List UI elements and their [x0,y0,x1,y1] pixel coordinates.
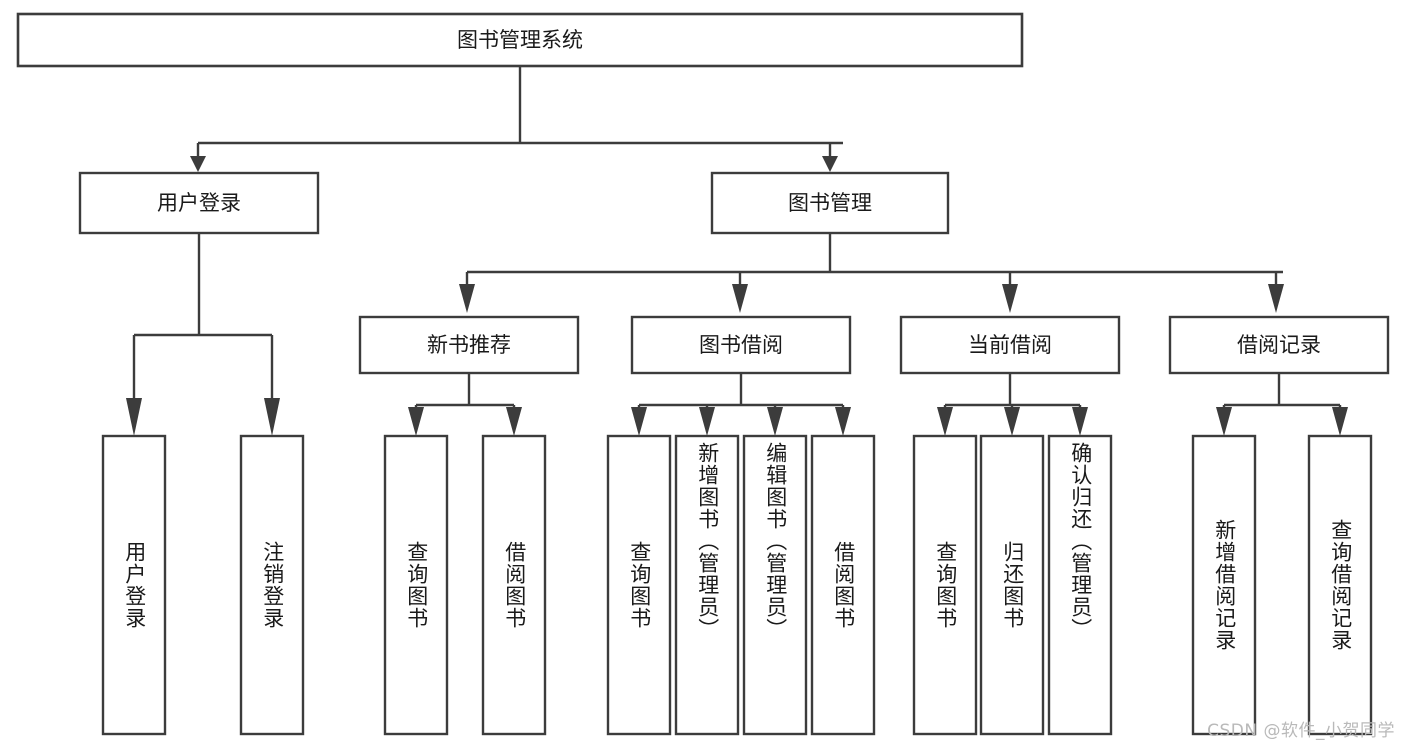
arrowhead-cb-leaf2 [1004,407,1020,436]
leaf-label-wrap-cb-return-book: 归还图书 [981,436,1043,734]
leaf-rect-bb-borrow-book[interactable] [810,434,876,736]
leaf-rect-bb-edit-book[interactable] [742,434,808,736]
connector-user-login-to-leaves [126,233,280,436]
node-borrow-record[interactable]: 借阅记录 [1168,315,1390,375]
leaf-rect-cb-return-book[interactable] [979,434,1045,736]
book-borrow-box-label: 图书借阅 [699,333,783,357]
arrowhead-current-borrow [1002,284,1018,313]
leaf-label-br-add-record: 新增借阅记录 [1212,519,1237,651]
node-book-borrow[interactable]: 图书借阅 [630,315,852,375]
book-manage-box-label: 图书管理 [788,191,872,215]
user-login-box-label: 用户登录 [157,191,241,215]
current-borrow-box-label: 当前借阅 [968,333,1052,357]
leaf-label-br-query-record: 查询借阅记录 [1328,519,1353,651]
arrowhead-book-borrow [732,284,748,313]
node-current-borrow[interactable]: 当前借阅 [899,315,1121,375]
leaf-label-wrap-cb-confirm-return: 确认归还（管理员） [1049,436,1111,734]
book-borrow-box-rect [630,315,852,375]
root-box-rect [16,12,1024,68]
arrowhead-bb-leaf2 [699,407,715,436]
leaf-label-wrap-bb-edit-book: 编辑图书（管理员） [744,436,806,734]
arrowhead-bb-leaf3 [767,407,783,436]
leaf-label-cb-return-book: 归还图书 [1000,541,1025,629]
leaf-label-wrap-bb-add-book: 新增图书（管理员） [676,436,738,734]
leaf-rect-cb-query-book[interactable] [912,434,978,736]
leaf-label-wrap-nb-query-book: 查询图书 [385,436,447,734]
leaf-label-bb-edit-book: 编辑图书（管理员） [763,442,788,640]
arrowhead-br-leaf2 [1332,407,1348,436]
arrowhead-nb-leaf1 [408,407,424,436]
arrowhead-borrow-record [1268,284,1284,313]
csdn-watermark: CSDN @软件_小贺同学 [1207,721,1395,741]
new-book-box-rect [358,315,580,375]
leaf-box-rects [101,434,1373,736]
arrowhead-bb-leaf4 [835,407,851,436]
connector-book-manage-to-level2 [459,233,1284,313]
connector-new-book-to-leaves [408,373,522,436]
leaf-rect-br-query-record[interactable] [1307,434,1373,736]
leaf-rect-logout[interactable] [239,434,305,736]
leaf-rect-user-login[interactable] [101,434,167,736]
arrowhead-br-leaf1 [1216,407,1232,436]
current-borrow-box-rect [899,315,1121,375]
connector-root-to-level1 [190,66,843,172]
leaf-label-logout: 注销登录 [260,541,285,629]
connector-borrow-record-to-leaves [1216,373,1348,436]
leaf-label-user-login: 用户登录 [122,541,147,629]
node-book-manage[interactable]: 图书管理 [710,171,950,235]
leaf-label-bb-query-book: 查询图书 [627,541,652,629]
leaf-label-nb-borrow-book: 借阅图书 [502,541,527,629]
arrowhead-new-book [459,284,475,313]
arrowhead-book-manage [822,156,838,172]
leaf-rect-bb-add-book[interactable] [674,434,740,736]
arrowhead-nb-leaf2 [506,407,522,436]
leaf-label-bb-borrow-book: 借阅图书 [831,541,856,629]
leaf-rect-br-add-record[interactable] [1191,434,1257,736]
leaf-label-wrap-bb-borrow-book: 借阅图书 [812,436,874,734]
leaf-label-nb-query-book: 查询图书 [404,541,429,629]
arrowhead-leaf-user-login [126,398,142,436]
connector-current-borrow-to-leaves [937,373,1088,436]
leaf-label-wrap-nb-borrow-book: 借阅图书 [483,436,545,734]
leaf-label-cb-query-book: 查询图书 [933,541,958,629]
node-user-login[interactable]: 用户登录 [78,171,320,235]
leaf-label-wrap-br-query-record: 查询借阅记录 [1309,436,1371,734]
leaf-label-wrap-cb-query-book: 查询图书 [914,436,976,734]
root-box-label: 图书管理系统 [457,28,583,52]
leaf-rect-bb-query-book[interactable] [606,434,672,736]
leaf-label-wrap-bb-query-book: 查询图书 [608,436,670,734]
leaf-rect-nb-query-book[interactable] [383,434,449,736]
arrowhead-bb-leaf1 [631,407,647,436]
node-new-book-recommend[interactable]: 新书推荐 [358,315,580,375]
borrow-record-box-label: 借阅记录 [1237,333,1321,357]
new-book-box-label: 新书推荐 [427,333,511,357]
node-root[interactable]: 图书管理系统 [16,12,1024,68]
leaf-label-wrap-logout: 注销登录 [241,436,303,734]
leaf-rect-nb-borrow-book[interactable] [481,434,547,736]
connector-book-borrow-to-leaves [631,373,851,436]
arrowhead-user-login [190,156,206,172]
arrowhead-leaf-logout [264,398,280,436]
arrowhead-cb-leaf3 [1072,407,1088,436]
leaf-label-bb-add-book: 新增图书（管理员） [695,442,720,640]
arrowhead-cb-leaf1 [937,407,953,436]
leaf-label-cb-confirm-return: 确认归还（管理员） [1068,442,1093,640]
leaf-label-wrap-user-login: 用户登录 [103,436,165,734]
leaf-rect-cb-confirm-return[interactable] [1047,434,1113,736]
leaf-label-wrap-br-add-record: 新增借阅记录 [1193,436,1255,734]
